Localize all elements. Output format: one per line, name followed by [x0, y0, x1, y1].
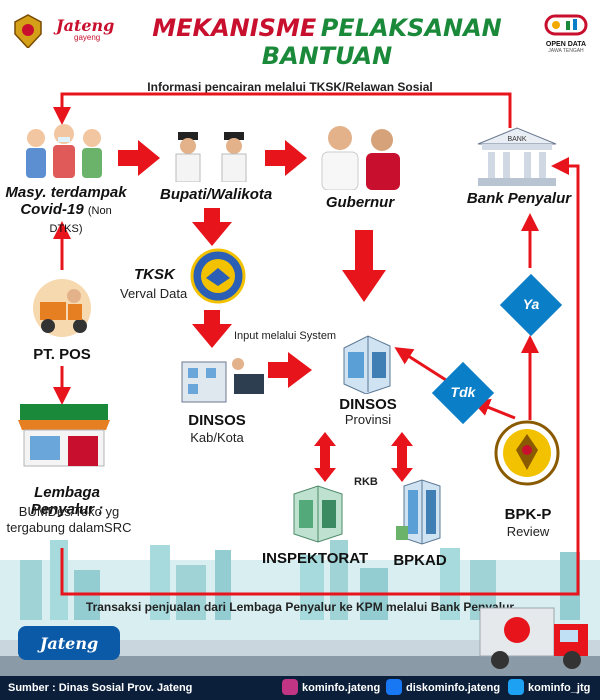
bupati-label: Bupati/Walikota	[160, 186, 273, 203]
inspektorat-illustration	[284, 484, 350, 544]
title-part1: MEKANISME	[152, 14, 317, 42]
decision-ya-label: Ya	[522, 296, 540, 312]
masy-illustration	[18, 118, 110, 180]
lembaga-sub1: BUMDes/Toko yg	[18, 504, 120, 519]
lembaga-illustration	[14, 402, 114, 468]
tksk-text: TKSK	[134, 266, 175, 283]
jateng-badge-logo: Jateng	[16, 622, 122, 664]
dinsos-kab-label: DINSOS	[188, 412, 246, 429]
bpkad-label: BPKAD	[393, 552, 447, 569]
gubernur-illustration	[310, 118, 410, 191]
svg-text:Jateng: Jateng	[37, 634, 98, 653]
footer-bar: Sumber : Dinas Sosial Prov. Jateng komin…	[0, 676, 600, 700]
footer-twitter[interactable]: kominfo_jtg	[528, 682, 591, 694]
dinsos-kab-sub: Kab/Kota	[190, 430, 244, 445]
pos-label: PT. POS	[33, 346, 91, 363]
lembaga-label: Lembaga Penyalur :	[30, 484, 104, 519]
bank-label: Bank Penyalur	[466, 190, 572, 207]
footer-facebook[interactable]: diskominfo.jateng	[406, 682, 501, 694]
bank-illustration: BANK	[472, 126, 562, 186]
decision-tdk-label: Tdk	[450, 384, 476, 400]
jateng-crest-logo	[14, 14, 42, 50]
dinsos-prov-illustration	[334, 330, 396, 395]
twitter-icon	[508, 679, 524, 695]
footer-instagram[interactable]: kominfo.jateng	[302, 682, 381, 694]
tksk-sub: Verval Data	[120, 286, 188, 301]
inspektorat-label: INSPEKTORAT	[262, 550, 369, 567]
dinsos-prov-label: DINSOS	[339, 396, 397, 413]
jateng-gayeng-logo: Jateng gayeng	[56, 16, 115, 42]
svg-text:BANK: BANK	[507, 136, 526, 143]
pos-illustration	[22, 278, 102, 338]
dinsos-kab-illustration	[176, 350, 272, 406]
note-rkb: RKB	[354, 476, 378, 488]
tksk-emblem-icon	[190, 248, 246, 304]
bpkp-emblem-icon	[494, 420, 560, 486]
dinsos-prov-sub: Provinsi	[344, 412, 392, 427]
footer-source: Sumber : Dinas Sosial Prov. Jateng	[8, 682, 193, 694]
delivery-truck-illustration	[474, 600, 594, 672]
title-part2: PELAKSANAN BANTUAN	[261, 14, 502, 70]
instagram-icon	[282, 679, 298, 695]
bpkp-sub: Review	[506, 524, 550, 539]
page-title: MEKANISME PELAKSANAN BANTUAN	[118, 14, 536, 70]
note-top-loop: Informasi pencairan melalui TKSK/Relawan…	[147, 80, 433, 94]
facebook-icon	[386, 679, 402, 695]
bpkad-illustration	[390, 478, 450, 546]
bupati-illustration	[168, 124, 258, 183]
open-data-logo: OPEN DATA JAWA TENGAH	[540, 14, 592, 54]
bpkp-label: BPK-P	[504, 506, 552, 523]
lembaga-sub2: tergabung dalamSRC	[6, 520, 132, 535]
gubernur-label: Gubernur	[325, 194, 395, 211]
masy-label: Masy. terdampak Covid-19 (Non DTKS)	[5, 184, 127, 235]
note-bottom-loop: Transaksi penjualan dari Lembaga Penyalu…	[85, 600, 515, 614]
note-input-system: Input melalui System	[234, 330, 337, 342]
